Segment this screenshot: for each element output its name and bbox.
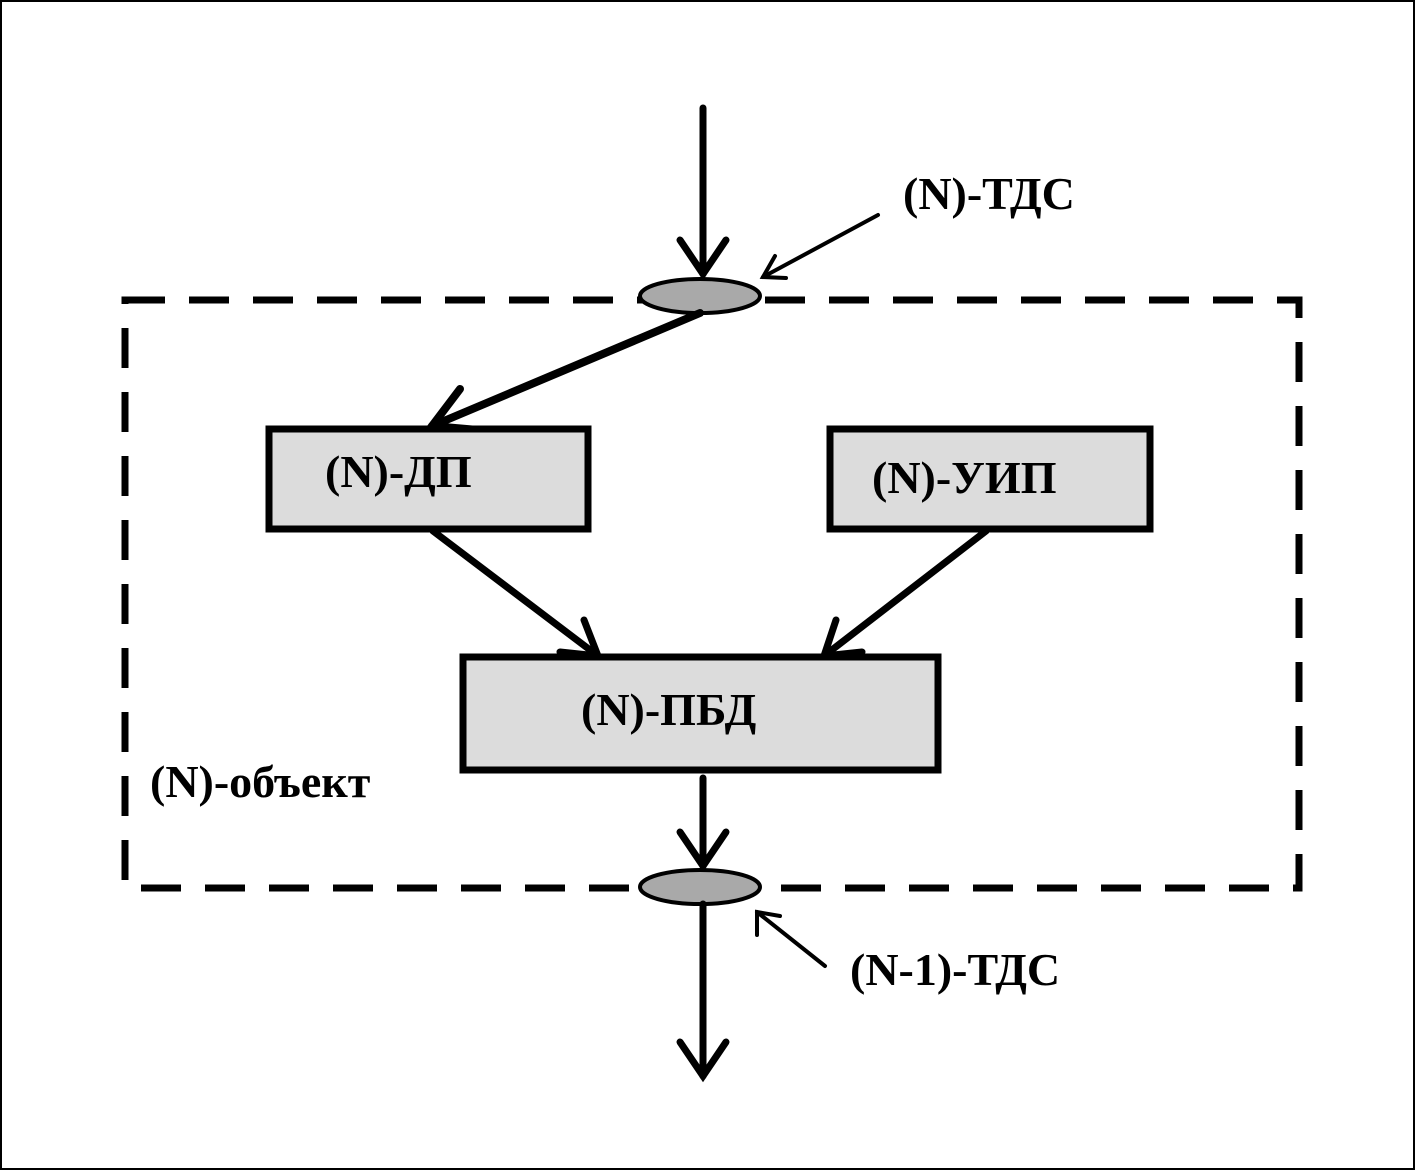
incoming-arrow: [676, 104, 730, 281]
top-access-point-label: (N)-ТДС: [903, 168, 1075, 219]
block-dp: (N)-ДП: [265, 425, 592, 533]
outgoing-arrow: [676, 900, 730, 1083]
top-label-pointer: [759, 213, 880, 280]
bottom-access-point: [638, 868, 762, 906]
arrow-pbd-to-bottom: [676, 774, 730, 873]
object-label: (N)-объект: [150, 756, 371, 807]
bottom-label-pointer: [755, 909, 827, 968]
bottom-access-point-label: (N-1)-ТДС: [850, 944, 1060, 995]
block-uip-label: (N)-УИП: [872, 452, 1057, 503]
block-pbd: (N)-ПБД: [459, 653, 942, 774]
block-uip: (N)-УИП: [826, 425, 1154, 533]
block-dp-label: (N)-ДП: [325, 446, 472, 497]
top-access-point: [638, 277, 762, 315]
block-pbd-label: (N)-ПБД: [581, 684, 757, 735]
